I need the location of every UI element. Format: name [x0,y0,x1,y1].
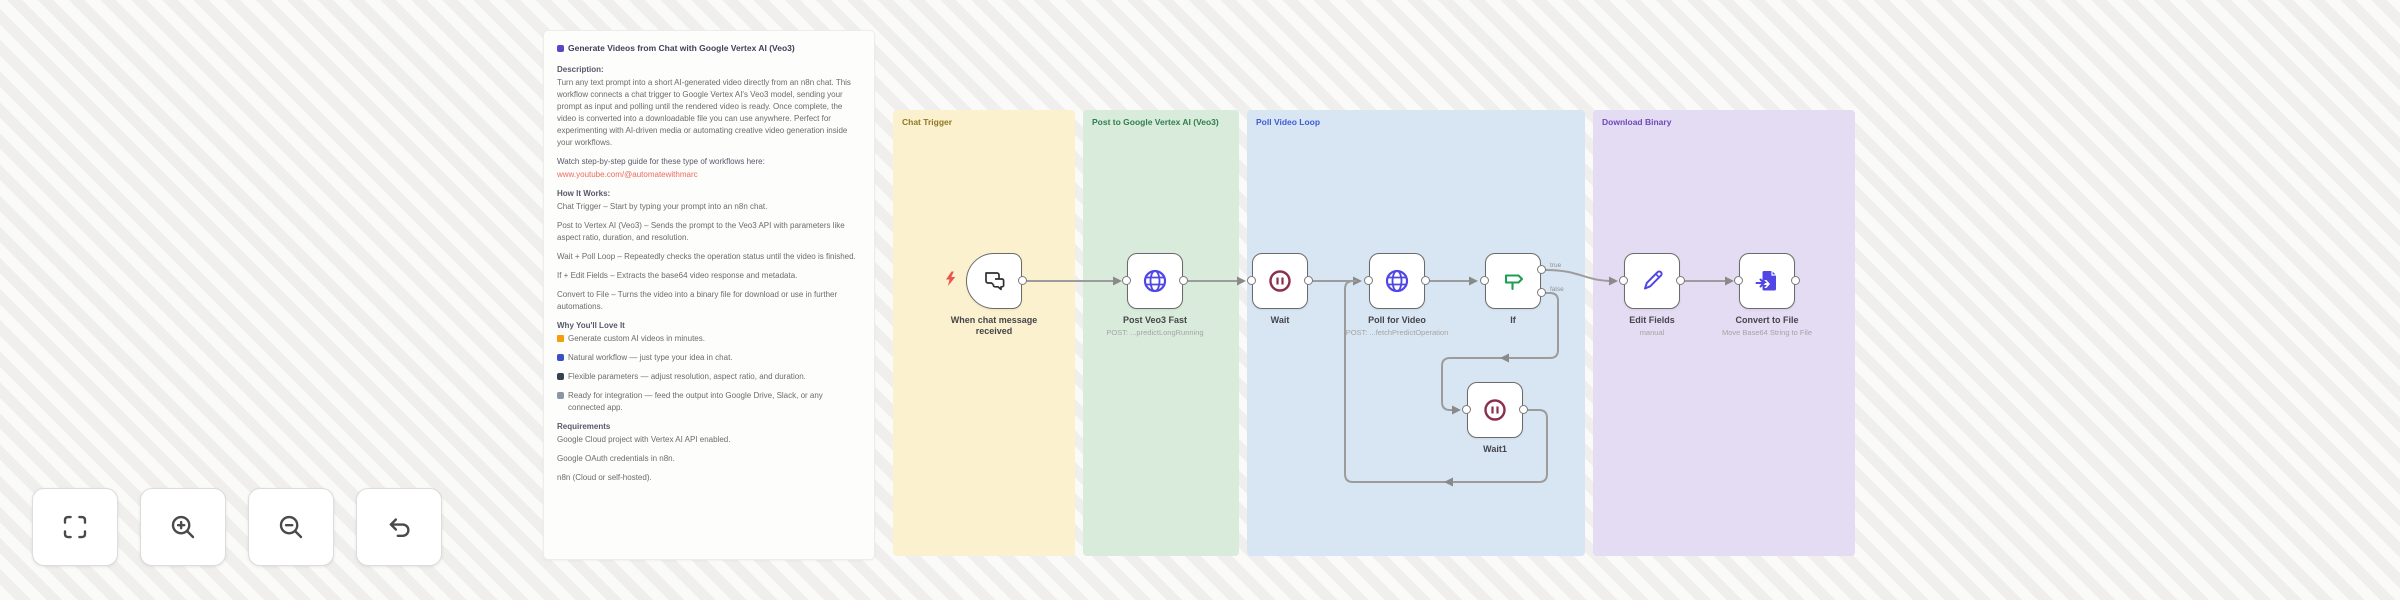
section-label: Chat Trigger [902,117,953,127]
node-post-veo3-fast[interactable]: Post Veo3 Fast POST: ...predictLongRunni… [1106,253,1204,337]
pencil-icon [1644,270,1663,290]
node-chat-trigger[interactable]: When chat message received [951,253,1037,336]
node-poll-for-video[interactable]: Poll for Video POST: ...fetchPredictOper… [1346,253,1448,337]
chat-icon [557,353,564,361]
input-port[interactable] [1122,276,1131,285]
note-title-text: Generate Videos from Chat with Google Ve… [568,43,795,53]
file-export-icon [1755,271,1776,291]
how-item: Wait + Poll Loop – Repeatedly checks the… [557,251,856,261]
love-item: Ready for integration — feed the output … [557,390,861,414]
canvas-toolbar [32,488,442,566]
how-item: Chat Trigger – Start by typing your prom… [557,201,768,211]
reset-zoom-button[interactable] [356,488,442,566]
zoom-in-icon [171,515,195,539]
node-subtitle: POST: ...predictLongRunning [1106,328,1204,337]
section-chat-trigger[interactable]: Chat Trigger [893,110,1075,556]
output-port[interactable] [1179,276,1188,285]
node-convert-to-file[interactable]: Convert to File Move Base64 String to Fi… [1722,253,1812,337]
requirements-label: Requirements [557,421,611,431]
globe-icon [1143,269,1167,293]
lightning-icon [557,334,564,342]
chat-bubbles-icon [985,272,1005,291]
how-item: Convert to File – Turns the video into a… [557,289,838,311]
node-label: Wait [1270,315,1290,325]
fit-view-icon [63,515,87,539]
section-post-vertex-ai[interactable]: Post to Google Vertex AI (Veo3) [1083,110,1239,556]
output-port[interactable] [1304,276,1313,285]
guide-link[interactable]: www.youtube.com/@automatewithmarc [557,169,698,179]
description-text: Turn any text prompt into a short AI-gen… [557,77,851,147]
signpost-icon [1504,274,1524,291]
node-label: Poll for Video [1368,315,1426,325]
input-port[interactable] [1619,276,1628,285]
trigger-bolt-icon[interactable] [944,271,957,287]
section-download-binary[interactable]: Download Binary [1593,110,1855,556]
how-item: Post to Vertex AI (Veo3) – Sends the pro… [557,220,845,242]
requirement-item: Google Cloud project with Vertex AI API … [557,434,731,444]
zoom-in-button[interactable] [140,488,226,566]
love-item-text: Generate custom AI videos in minutes. [568,333,705,343]
pause-circle-icon [1484,399,1506,421]
node-label: If [1510,315,1516,325]
node-wait[interactable]: Wait [1247,253,1313,325]
section-label: Poll Video Loop [1256,117,1321,127]
node-if[interactable]: If [1480,253,1546,325]
node-label: Edit Fields [1629,315,1675,325]
section-label: Post to Google Vertex AI (Veo3) [1092,117,1219,127]
zoom-out-icon [279,515,303,539]
pause-circle-icon [1269,270,1291,292]
zoom-to-fit-button[interactable] [32,488,118,566]
if-true-label: true [1550,262,1562,269]
love-item-text: Natural workflow — just type your idea i… [568,352,733,362]
output-port[interactable] [1519,405,1528,414]
how-item: If + Edit Fields – Extracts the base64 v… [557,270,798,280]
output-port[interactable] [1421,276,1430,285]
node-label: Wait1 [1483,444,1507,454]
love-item: Natural workflow — just type your idea i… [557,352,861,364]
input-port[interactable] [1364,276,1373,285]
sticky-note-documentation[interactable]: Generate Videos from Chat with Google Ve… [543,30,875,560]
clapperboard-icon [557,44,564,52]
zoom-out-button[interactable] [248,488,334,566]
link-icon [557,391,564,399]
node-label: When chat message received [950,315,1038,337]
if-false-label: false [1550,286,1564,293]
requirement-item: Google OAuth credentials in n8n. [557,453,675,463]
node-label: Post Veo3 Fast [1122,315,1188,325]
node-wait1[interactable]: Wait1 [1462,382,1528,454]
node-subtitle: Move Base64 String to File [1721,328,1813,337]
output-port[interactable] [1676,276,1685,285]
input-port[interactable] [1462,405,1471,414]
guide-label: Watch step-by-step guide for these type … [557,156,765,166]
love-item-text: Ready for integration — feed the output … [568,390,823,412]
input-port[interactable] [1247,276,1256,285]
input-port[interactable] [1734,276,1743,285]
node-subtitle: POST: ...fetchPredictOperation [1345,328,1449,337]
output-port-true[interactable] [1537,265,1546,274]
note-title: Generate Videos from Chat with Google Ve… [557,42,861,55]
undo-arrow-icon [389,518,410,537]
sliders-icon [557,372,564,380]
section-label: Download Binary [1602,117,1672,127]
output-port[interactable] [1791,276,1800,285]
node-label: Convert to File [1735,315,1799,325]
description-label: Description: [557,64,604,74]
output-port-false[interactable] [1537,288,1546,297]
love-item: Flexible parameters — adjust resolution,… [557,371,861,383]
globe-icon [1385,269,1409,293]
input-port[interactable] [1480,276,1489,285]
output-port[interactable] [1018,276,1027,285]
node-edit-fields[interactable]: Edit Fields manual [1619,253,1685,337]
love-item: Generate custom AI videos in minutes. [557,333,861,345]
requirement-item: n8n (Cloud or self-hosted). [557,472,652,482]
how-it-works-label: How It Works: [557,188,611,198]
love-label: Why You'll Love It [557,320,625,330]
love-item-text: Flexible parameters — adjust resolution,… [568,371,806,381]
